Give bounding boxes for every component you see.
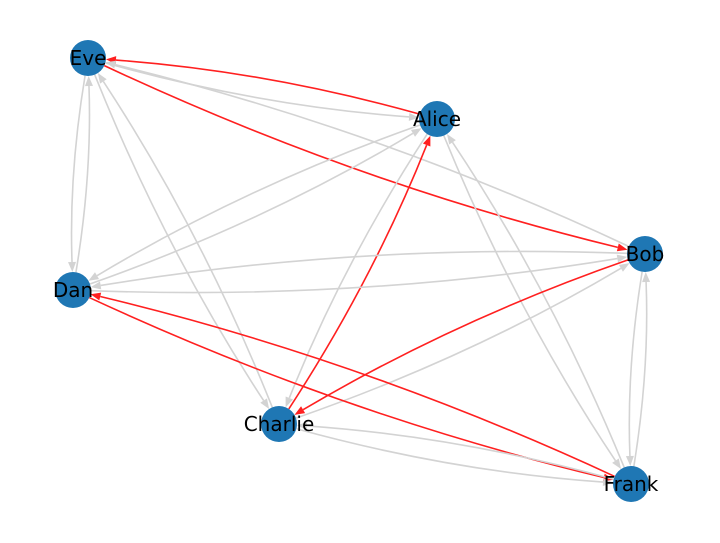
edge-charlie-to-frank: [296, 428, 604, 483]
node-circle: [419, 101, 455, 137]
node-circle: [70, 40, 106, 76]
arrowhead-icon: [105, 60, 117, 69]
node-eve: Eve: [70, 40, 107, 76]
node-label: Charlie: [244, 412, 315, 436]
edge-eve-to-alice: [105, 62, 410, 118]
edge-frank-to-charlie: [306, 425, 614, 480]
arrowhead-icon: [285, 396, 294, 408]
edge-frank-to-alice: [451, 141, 625, 468]
arrowhead-icon: [642, 271, 651, 283]
edge-alice-to-dan: [96, 124, 421, 277]
arrowhead-icon: [90, 281, 102, 290]
edge-eve-to-bob: [103, 64, 618, 249]
arrowhead-icon: [612, 458, 622, 470]
arrowhead-icon: [625, 455, 634, 467]
node-label: Frank: [604, 472, 659, 496]
node-frank: Frank: [604, 466, 659, 502]
node-label: Alice: [413, 107, 461, 131]
arrowhead-icon: [422, 135, 431, 147]
arrowhead-icon: [68, 261, 77, 273]
arrowhead-icon: [602, 478, 614, 487]
arrowhead-icon: [84, 75, 93, 87]
arrowhead-icon: [616, 243, 628, 252]
arrowhead-icon: [97, 73, 107, 84]
edge-bob-to-dan: [100, 250, 628, 287]
arrowhead-icon: [90, 292, 102, 301]
edge-bob-to-charlie: [302, 259, 629, 411]
node-label: Dan: [53, 278, 93, 302]
edge-charlie-to-alice: [288, 144, 428, 410]
edge-dan-to-bob: [90, 257, 618, 294]
arrowhead-icon: [296, 421, 308, 430]
edge-bob-to-eve: [115, 63, 630, 248]
node-dan: Dan: [53, 272, 93, 308]
edge-dan-to-eve: [75, 85, 91, 273]
arrowhead-icon: [618, 263, 630, 272]
edge-alice-to-frank: [443, 135, 617, 462]
edge-charlie-to-eve: [102, 80, 274, 408]
edge-bob-to-frank: [628, 271, 643, 457]
node-circle: [627, 236, 663, 272]
node-circle: [613, 466, 649, 502]
node-alice: Alice: [413, 101, 461, 137]
edge-alice-to-charlie: [288, 133, 428, 399]
node-bob: Bob: [626, 236, 665, 272]
edge-eve-to-charlie: [93, 74, 265, 402]
edges-layer: [68, 56, 651, 487]
arrowhead-icon: [88, 272, 100, 281]
arrowhead-icon: [410, 128, 422, 137]
node-circle: [261, 406, 297, 442]
arrowhead-icon: [294, 406, 306, 415]
arrowhead-icon: [616, 254, 628, 263]
edge-frank-to-dan: [100, 295, 616, 478]
node-circle: [55, 272, 91, 308]
node-charlie: Charlie: [244, 406, 315, 442]
edge-eve-to-dan: [70, 75, 86, 263]
arrowhead-icon: [260, 398, 270, 409]
edge-frank-to-bob: [633, 281, 648, 467]
arrowhead-icon: [408, 112, 420, 121]
edge-dan-to-alice: [89, 132, 414, 285]
edge-charlie-to-bob: [295, 267, 622, 419]
edge-dan-to-frank: [88, 296, 604, 479]
edge-alice-to-eve: [115, 59, 420, 115]
arrowhead-icon: [446, 133, 456, 145]
node-label: Eve: [70, 46, 107, 70]
node-label: Bob: [626, 242, 665, 266]
